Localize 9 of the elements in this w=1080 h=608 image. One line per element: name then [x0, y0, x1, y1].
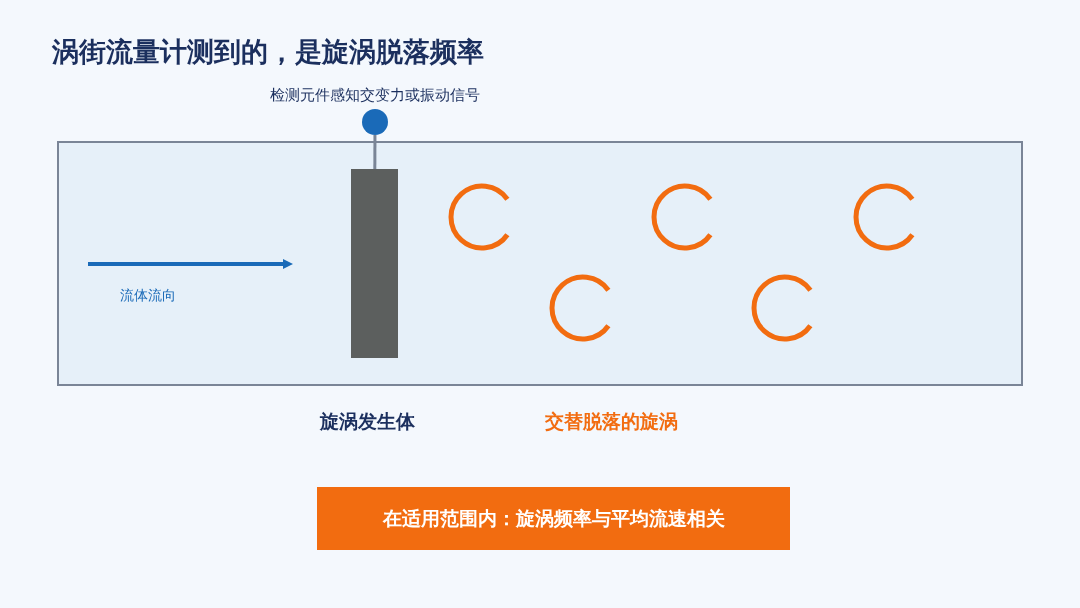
flow-label: 流体流向: [120, 287, 177, 305]
part-label: 旋涡发生体: [318, 409, 416, 434]
channel-box: [57, 141, 1023, 386]
sensor-stem: [373, 135, 377, 169]
part-label: 交替脱落的旋涡: [543, 409, 679, 434]
title: 涡街流量计测到的，是旋涡脱落频率: [52, 35, 484, 69]
sensor-caption: 检测元件感知交变力或振动信号: [269, 86, 481, 105]
bluff-body-bar: [351, 169, 398, 358]
note-box: 在适用范围内：旋涡频率与平均流速相关: [317, 487, 790, 550]
